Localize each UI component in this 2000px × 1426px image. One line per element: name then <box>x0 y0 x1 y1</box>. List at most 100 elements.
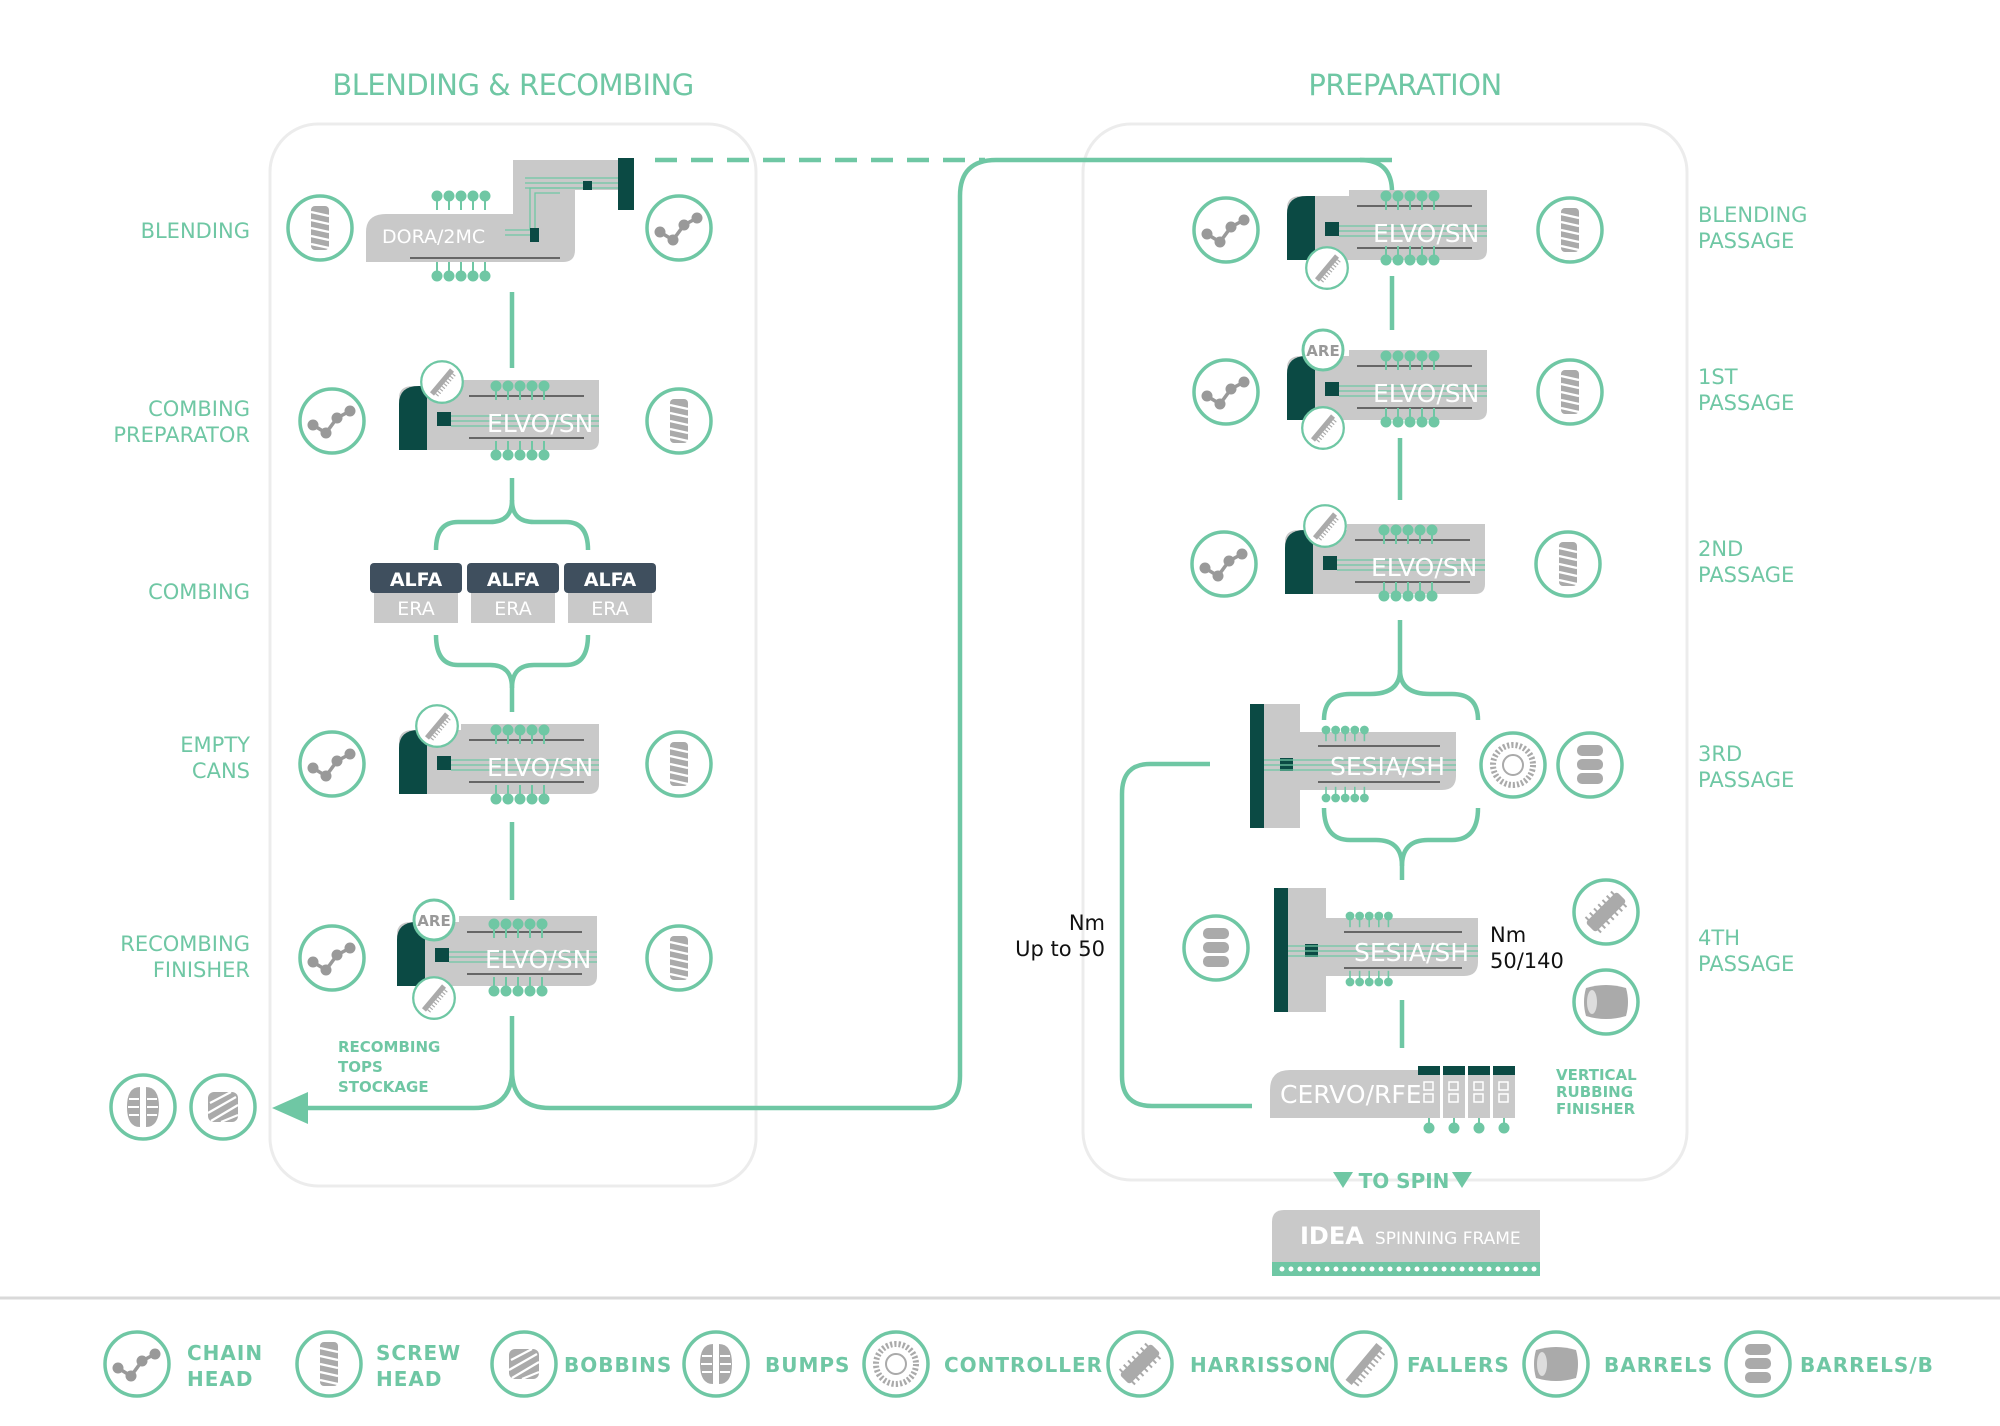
controller-icon <box>864 1332 928 1396</box>
screw-head-icon <box>295 1330 363 1398</box>
are-badge: ARE <box>412 898 456 942</box>
svg-text:ALFA: ALFA <box>487 569 540 591</box>
elvo-label: ELVO/SN <box>1373 219 1479 248</box>
sesia-machine-third-passage: SESIA/SH <box>1250 704 1456 828</box>
legend-barrels-b: BARRELS/B <box>1800 1353 1934 1377</box>
svg-text:IDEA SPINNING FRAME: IDEA SPINNING FRAME <box>1300 1222 1521 1250</box>
nm-left-1: Nm <box>1069 911 1105 935</box>
legend-controller: CONTROLLER <box>944 1353 1103 1377</box>
fallers-icon <box>1305 246 1349 290</box>
screw-head-icon <box>645 924 713 992</box>
idea-bold-label: IDEA <box>1300 1222 1364 1250</box>
sesia-label: SESIA/SH <box>1330 752 1445 781</box>
right-section-title: PREPARATION <box>1308 68 1501 102</box>
legend-fallers: FALLERS <box>1407 1353 1510 1377</box>
harrisson-icon <box>1106 1330 1174 1398</box>
chain-head-icon <box>298 730 366 798</box>
to-spin-arrow-left <box>1333 1172 1353 1188</box>
cervo-label: CERVO/RFE <box>1280 1080 1422 1109</box>
dora-machine: DORA/2MC <box>366 158 634 262</box>
svg-text:ERA: ERA <box>397 598 434 620</box>
stockage-note-2: TOPS <box>338 1058 383 1076</box>
svg-text:ALFA: ALFA <box>390 569 443 591</box>
elvo-machine-first-passage: ELVO/SN <box>1286 349 1488 421</box>
legend-bobbins: BOBBINS <box>564 1353 672 1377</box>
to-spin-arrow-right <box>1452 1172 1472 1188</box>
chain-head-icon <box>1192 196 1260 264</box>
chain-head-icon <box>103 1330 171 1398</box>
stage-label-blending: BLENDING <box>141 219 250 243</box>
alfa-era-machine-1: ALFA ERA <box>370 563 462 623</box>
stockage-note-1: RECOMBING <box>338 1038 440 1056</box>
elvo-label: ELVO/SN <box>487 409 593 438</box>
idea-rest-label: SPINNING FRAME <box>1375 1229 1521 1249</box>
bumps-icon <box>682 1330 750 1398</box>
stage-label-first-passage-1: 1ST <box>1698 365 1738 389</box>
are-badge: ARE <box>1301 328 1345 372</box>
legend-chain-head-2: HEAD <box>187 1367 253 1391</box>
chain-head-icon <box>298 387 366 455</box>
stage-label-combing-preparator-1: COMBING <box>148 397 250 421</box>
barrels-icon <box>1522 1330 1590 1398</box>
stage-label-first-passage-2: PASSAGE <box>1698 391 1794 415</box>
legend-screw-head-1: SCREW <box>376 1341 461 1365</box>
legend-bumps: BUMPS <box>765 1353 850 1377</box>
stockage-note-3: STOCKAGE <box>338 1078 429 1096</box>
nm-right-1: Nm <box>1490 923 1526 947</box>
fallers-icon <box>1303 504 1347 548</box>
elvo-label: ELVO/SN <box>487 753 593 782</box>
stage-label-third-passage-2: PASSAGE <box>1698 768 1794 792</box>
chain-head-icon <box>645 194 713 262</box>
flow-arrow-head <box>272 1092 308 1124</box>
stage-label-second-passage-2: PASSAGE <box>1698 563 1794 587</box>
chain-head-icon <box>298 924 366 992</box>
alfa-era-machine-2: ALFA ERA <box>467 563 559 623</box>
screw-head-icon <box>286 194 354 262</box>
svg-text:ERA: ERA <box>494 598 531 620</box>
bobbins-icon <box>490 1330 558 1398</box>
chain-head-icon <box>1190 530 1258 598</box>
stage-label-combing: COMBING <box>148 580 250 604</box>
sesia-label: SESIA/SH <box>1354 938 1469 967</box>
svg-text:ARE: ARE <box>1306 342 1339 360</box>
vertical-note-2: RUBBING <box>1556 1083 1633 1101</box>
dora-machine-label: DORA/2MC <box>382 226 485 248</box>
stage-label-empty-cans-1: EMPTY <box>180 733 250 757</box>
stage-label-empty-cans-2: CANS <box>192 759 250 783</box>
barrels-icon <box>1572 968 1640 1036</box>
stage-label-fourth-passage-2: PASSAGE <box>1698 952 1794 976</box>
fallers-icon <box>420 360 464 404</box>
screw-head-icon <box>645 730 713 798</box>
harrisson-icon <box>1572 878 1640 946</box>
elvo-machine-second-passage: ELVO/SN <box>1284 523 1486 595</box>
stage-label-blending-passage-2: PASSAGE <box>1698 229 1794 253</box>
screw-head-icon <box>1536 196 1604 264</box>
stage-label-blending-passage-1: BLENDING <box>1698 203 1807 227</box>
legend-screw-head-2: HEAD <box>376 1367 442 1391</box>
nm-right-2: 50/140 <box>1490 949 1564 973</box>
sesia-machine-fourth-passage: SESIA/SH <box>1274 888 1478 1012</box>
stage-label-recombing-finisher-2: FINISHER <box>153 958 250 982</box>
barrels-b-icon <box>1724 1330 1792 1398</box>
legend-barrels: BARRELS <box>1604 1353 1713 1377</box>
right-section-frame <box>1081 122 1689 1182</box>
controller-icon <box>1481 733 1545 797</box>
legend: CHAIN HEAD SCREW HEAD BOBBINS BUMPS CONT… <box>103 1330 1934 1398</box>
barrels-b-icon <box>1182 914 1250 982</box>
svg-text:ERA: ERA <box>591 598 628 620</box>
stage-label-recombing-finisher-1: RECOMBING <box>120 932 250 956</box>
elvo-label: ELVO/SN <box>1373 379 1479 408</box>
screw-head-icon <box>645 387 713 455</box>
bobbins-icon <box>189 1073 257 1141</box>
stage-label-fourth-passage-1: 4TH <box>1698 926 1740 950</box>
left-section-title: BLENDING & RECOMBING <box>332 68 693 102</box>
legend-chain-head-1: CHAIN <box>187 1341 263 1365</box>
elvo-machine-recombing-finisher: ELVO/SN <box>396 915 598 987</box>
svg-text:ARE: ARE <box>417 912 450 930</box>
barrels-b-icon <box>1556 731 1624 799</box>
to-spin-label: TO SPIN <box>1359 1169 1450 1193</box>
elvo-machine-empty-cans: ELVO/SN <box>398 723 600 795</box>
stage-label-combing-preparator-2: PREPARATOR <box>113 423 250 447</box>
